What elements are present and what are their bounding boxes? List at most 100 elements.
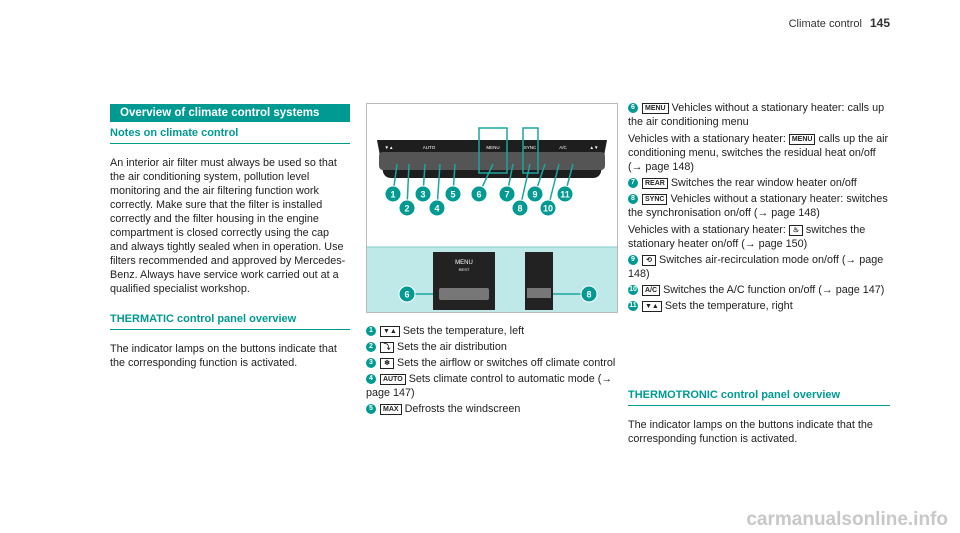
button-symbol-icon: ⤵ [380, 341, 394, 353]
button-symbol-icon: REAR [642, 177, 668, 189]
callout-number: 6 [404, 290, 409, 300]
callout-number: 7 [504, 190, 509, 200]
callout-circle [398, 199, 416, 217]
watermark: carmanualsonline.info [746, 509, 948, 530]
button-symbol-icon: AUTO [380, 373, 406, 385]
callout-number: 3 [366, 358, 376, 369]
callout-number: 7 [628, 178, 638, 189]
section-title: Climate control [788, 18, 862, 30]
button-symbol-icon: A/C [642, 284, 661, 296]
legend-item: 2 ⤵Sets the air distribution [366, 340, 620, 354]
page-number: 145 [869, 16, 890, 30]
panel-button-label: AUTO [423, 145, 436, 150]
legend-text: Sets the air distribution [397, 341, 507, 353]
thermatic-text: The indicator lamps on the buttons indic… [110, 343, 337, 369]
panel-button-label: A/C [559, 145, 567, 150]
button-symbol-icon: ❄ [380, 357, 394, 369]
legend-text: Sets the temperature, left [402, 325, 525, 337]
legend-text: Sets climate control to automatic mode (… [366, 373, 613, 399]
legend-text: Defrosts the windscreen [404, 403, 521, 415]
thermotronic-heading: THERMOTRONIC control panel overview [628, 388, 890, 406]
page-header: Climate control 145 [789, 16, 890, 31]
callout-circle [398, 285, 416, 303]
panel-button-label: ▲▼ [590, 145, 599, 150]
callout-circle [384, 185, 402, 203]
button-symbol-icon: ▼▲ [642, 300, 662, 312]
callout-number: 2 [404, 204, 409, 214]
callout-circle [414, 185, 432, 203]
callout-number: 8 [517, 204, 522, 214]
legend-item: 1 ▼▲Sets the temperature, left [366, 324, 620, 338]
button-symbol-icon: SYNC [642, 193, 668, 205]
callout-circle [470, 185, 488, 203]
legend-text: Vehicles with a stationary heater: [628, 133, 786, 145]
callout-number: 4 [366, 374, 376, 385]
callout-number: 10 [628, 285, 638, 296]
callout-number: 5 [450, 190, 455, 200]
callout-circle [556, 185, 574, 203]
callout-number: 6 [628, 103, 638, 114]
legend-text: Sets the temperature, right [664, 300, 793, 312]
legend-text: calls up the air conditioning menu, swit… [628, 133, 889, 173]
legend-item: 11 ▼▲Sets the temperature, right [628, 299, 890, 313]
callout-circle [539, 199, 557, 217]
button-symbol-icon: ♨ [788, 224, 803, 236]
callout-number: 6 [476, 190, 481, 200]
callout-number: 11 [628, 301, 638, 312]
callout-number: 9 [532, 190, 537, 200]
legend-item: 9 ⟲Switches air-recirculation mode on/off… [628, 253, 890, 281]
legend-text: Switches air-recirculation mode on/off (… [628, 254, 884, 280]
thermatic-heading: THERMATIC control panel overview [110, 312, 350, 330]
callout-number: 3 [420, 190, 425, 200]
legend-text: switches the synchronisation on/off (→ p… [628, 193, 888, 219]
legend-item: 3 ❄Sets the airflow or switches off clima… [366, 356, 620, 370]
callout-circle [511, 199, 529, 217]
callout-number: 5 [366, 404, 376, 415]
callout-circle [498, 185, 516, 203]
legend-text: calls up the air conditioning menu [628, 102, 885, 128]
callout-number: 8 [628, 194, 638, 205]
panel-button-label: ▼▲ [385, 145, 394, 150]
legend-left: 1 ▼▲Sets the temperature, left 2 ⤵Sets the … [366, 324, 620, 418]
button-symbol-icon: ⟲ [642, 254, 656, 266]
legend-text: Sets the airflow or switches off climate… [397, 357, 616, 369]
legend-text: Switches the rear window heater on/off [670, 177, 857, 189]
button-symbol-icon: MAX [380, 403, 402, 415]
callout-number: 11 [560, 190, 570, 200]
detail-menu-label: MENU [455, 260, 473, 266]
legend-subitem: Vehicles with a stationary heater: ♨swit… [628, 223, 890, 251]
notes-text: An interior air filter must always be us… [110, 157, 346, 295]
notes-heading: Notes on climate control [110, 126, 350, 144]
detail-rest-label: REST [459, 267, 470, 272]
legend-text: Switches the A/C function on/off (→ page… [663, 284, 885, 296]
panel-button-label: SYNC [524, 145, 537, 150]
section-heading: Overview of climate control systems [110, 104, 350, 122]
legend-text: Vehicles without a stationary heater: [670, 193, 844, 205]
button-symbol-icon: ▼▲ [380, 325, 400, 337]
callout-number: 8 [586, 290, 591, 300]
callout-number: 10 [543, 204, 553, 214]
legend-text: Vehicles with a stationary heater: [628, 224, 786, 236]
callout-number: 1 [366, 326, 376, 337]
callout-number: 1 [390, 190, 395, 200]
callout-circle [526, 185, 544, 203]
callout-circle [428, 199, 446, 217]
callout-circle [444, 185, 462, 203]
legend-text: Vehicles without a stationary heater: [671, 102, 845, 114]
button-symbol-icon: MENU [642, 102, 669, 114]
callout-number: 9 [628, 255, 638, 266]
thermotronic-text: The indicator lamps on the buttons indic… [628, 419, 873, 445]
panel-button-label: MENU [486, 145, 499, 150]
callout-number: 2 [366, 342, 376, 353]
callout-number: 4 [434, 204, 439, 214]
legend-text: switches the stationary heater on/off (→… [628, 224, 866, 250]
